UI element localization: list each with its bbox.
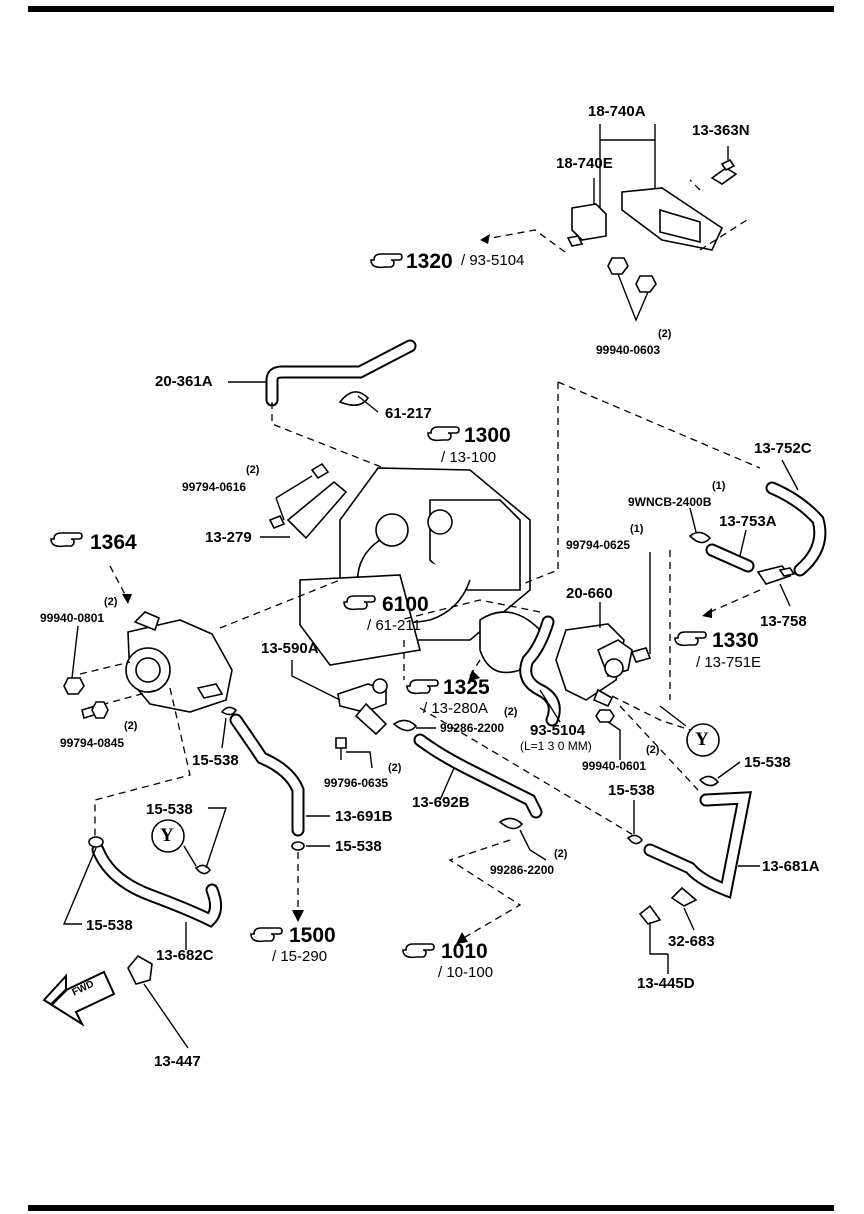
part-label: 15-538 — [335, 838, 382, 855]
reference-number: 1364 — [90, 531, 137, 554]
water-outlet — [555, 623, 633, 708]
qty-label: (2) — [246, 464, 260, 476]
part-label: 99794-0616 — [182, 480, 247, 494]
part-label: 13-753A — [719, 513, 777, 530]
part-label: 20-361A — [155, 373, 213, 390]
part-label: 13-682C — [156, 947, 214, 964]
part-label: 15-538 — [744, 754, 791, 771]
qty-label: (2) — [646, 744, 660, 756]
part-label: 13-445D — [637, 975, 695, 992]
qty-label: (1) — [712, 480, 726, 492]
part-label: 18-740A — [588, 103, 646, 120]
reference-number: 6100 — [382, 593, 429, 616]
part-label: 13-590A — [261, 640, 319, 657]
part-label: 99794-0845 — [60, 736, 125, 750]
length-note: (L=1 3 0 MM) — [520, 739, 592, 753]
part-label: 99940-0601 — [582, 759, 647, 773]
reference-sub: / 93-5104 — [461, 252, 525, 269]
qty-label: (1) — [630, 523, 644, 535]
part-label: 99286-2200 — [440, 721, 505, 735]
hand-icon-1300 — [427, 426, 460, 442]
top-rule — [28, 6, 834, 12]
reference-number: 1300 — [464, 424, 511, 447]
hand-icon-1500 — [250, 927, 283, 943]
part-label: 20-660 — [566, 585, 613, 602]
part-label: 15-538 — [192, 752, 239, 769]
hand-icon-1330 — [674, 631, 707, 647]
part-label: 13-691B — [335, 808, 393, 825]
thermostat-housing — [125, 611, 233, 713]
part-label: 13-363N — [692, 122, 750, 139]
part-label: 13-758 — [760, 613, 807, 630]
reference-sub: / 13-751E — [696, 654, 762, 671]
qty-label: (2) — [124, 720, 138, 732]
part-label: 99794-0625 — [566, 538, 631, 552]
part-label: 99940-0801 — [40, 611, 105, 625]
sensor-13-363n — [710, 158, 738, 185]
part-label: 32-683 — [668, 933, 715, 950]
reference-number: 1330 — [712, 629, 759, 652]
fwd-arrow — [42, 970, 116, 1027]
part-label: 13-279 — [205, 529, 252, 546]
reference-sub: / 13-280A — [423, 700, 489, 717]
reference-sub: / 61-211 — [367, 617, 421, 634]
reference-number: 1320 — [406, 250, 453, 273]
reference-sub: / 13-100 — [441, 449, 497, 466]
part-label: 13-752C — [754, 440, 812, 457]
hand-icon-1010 — [402, 943, 435, 959]
reference-number: 1500 — [289, 924, 336, 947]
hand-icon-1325 — [406, 679, 439, 695]
qty-label: (2) — [388, 762, 402, 774]
part-label: 99286-2200 — [490, 863, 555, 877]
part-label: 61-217 — [385, 405, 432, 422]
qty-label: (2) — [658, 328, 672, 340]
intake-manifold — [299, 467, 544, 674]
hand-icon-1364 — [50, 532, 83, 548]
part-label: 13-447 — [154, 1053, 201, 1070]
circle-y-label: Y — [695, 729, 709, 750]
part-label: 15-538 — [86, 917, 133, 934]
part-label: 18-740E — [556, 155, 613, 172]
part-label: 9WNCB-2400B — [628, 495, 712, 509]
reference-sub: / 10-100 — [438, 964, 494, 981]
reference-sub: / 15-290 — [272, 948, 328, 965]
part-label: 13-692B — [412, 794, 470, 811]
qty-label: (2) — [104, 596, 118, 608]
bottom-rule — [28, 1205, 834, 1211]
part-label: 93-5104 — [530, 722, 586, 739]
qty-label: (2) — [554, 848, 568, 860]
hand-icon-1320 — [370, 253, 403, 269]
qty-label: (2) — [504, 706, 518, 718]
part-label: 15-538 — [608, 782, 655, 799]
part-label: 99940-0603 — [596, 343, 661, 357]
part-label: 99796-0635 — [324, 776, 389, 790]
reference-number: 1325 — [443, 676, 490, 699]
circle-y-label: Y — [160, 825, 174, 846]
part-label: 15-538 — [146, 801, 193, 818]
part-label: 13-681A — [762, 858, 820, 875]
reference-number: 1010 — [441, 940, 488, 963]
